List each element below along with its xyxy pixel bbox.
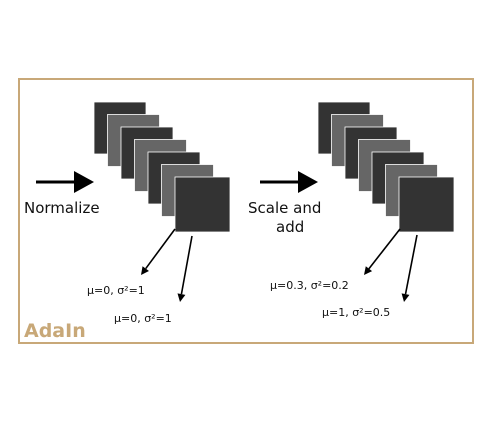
left-stat-2-arrow <box>177 235 193 302</box>
add-label: add <box>276 218 305 236</box>
arrows-layer <box>36 171 418 302</box>
right-stat-2: μ=1, σ²=0.5 <box>322 306 391 319</box>
right-stat-1-arrow <box>364 228 401 275</box>
scale-and-label: Scale and <box>248 199 322 217</box>
right-stat-2-arrow <box>401 234 418 302</box>
right-stat-1: μ=0.3, σ²=0.2 <box>270 279 349 292</box>
left-slice-7 <box>174 176 231 233</box>
left-stat-2: μ=0, σ²=1 <box>114 312 172 325</box>
scale-add-arrow <box>260 171 318 193</box>
feature-stack-right <box>317 101 455 233</box>
left-stat-1-arrow <box>141 228 176 275</box>
adain-frame <box>18 78 474 344</box>
left-stat-1: μ=0, σ²=1 <box>87 284 145 297</box>
right-slice-7 <box>398 176 455 233</box>
frame-title: AdaIn <box>24 320 86 342</box>
normalize-label: Normalize <box>24 199 100 217</box>
feature-stack-left <box>93 101 231 233</box>
normalize-arrow <box>36 171 94 193</box>
